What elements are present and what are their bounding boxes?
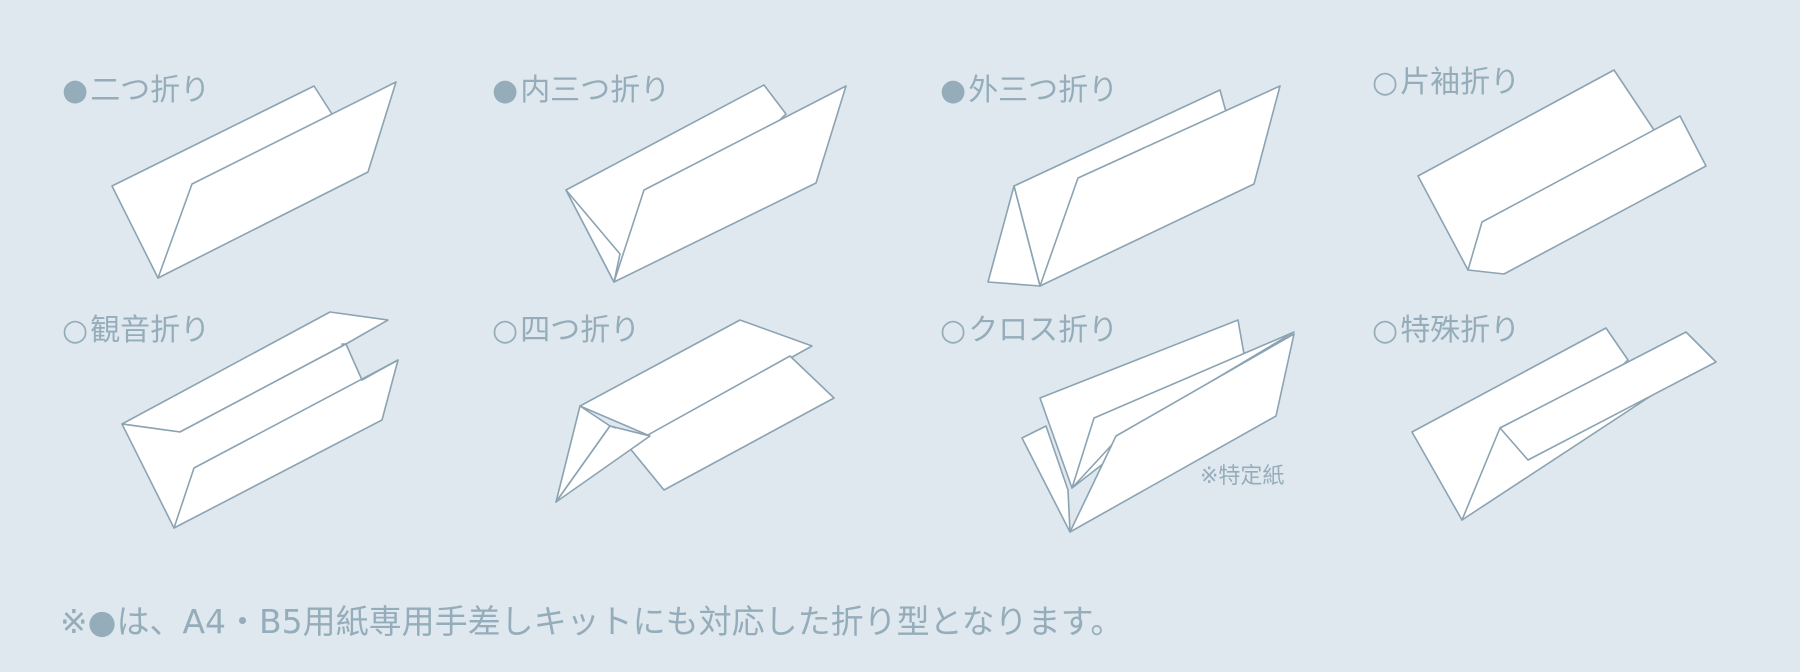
left-fold-line bbox=[609, 425, 617, 429]
front-panel bbox=[613, 85, 847, 283]
fold-name: 観音折り bbox=[90, 313, 211, 348]
front-panel bbox=[157, 81, 397, 279]
inner-strip bbox=[1499, 331, 1717, 461]
special-paper-note: ※特定紙 bbox=[1200, 464, 1285, 489]
front-panel bbox=[1069, 333, 1295, 533]
fold-diagram-uchi-mitsuori bbox=[565, 84, 847, 283]
fold-marker: ○ bbox=[1372, 65, 1399, 100]
fold-diagram-cross-ori bbox=[1021, 319, 1295, 533]
fold-name: 四つ折り bbox=[520, 313, 641, 348]
fold-marker: ○ bbox=[1372, 313, 1399, 348]
fold-diagram-katasode-ori bbox=[1417, 69, 1707, 275]
left-front-flap bbox=[555, 425, 651, 503]
fold-label-2: ●内三つ折り bbox=[492, 76, 670, 106]
fold-label-4: ○片袖折り bbox=[1372, 68, 1520, 98]
fold-name: 二つ折り bbox=[90, 73, 211, 108]
inner-panel bbox=[1071, 331, 1295, 489]
fold-diagram-tokushu-ori bbox=[1411, 327, 1717, 521]
fold-label-5: ○観音折り bbox=[62, 316, 210, 346]
fold-name: 外三つ折り bbox=[968, 73, 1119, 108]
fold-label-7: ○クロス折り bbox=[940, 316, 1118, 346]
front-fold-line bbox=[173, 359, 399, 529]
fold-diagram-nitsuori bbox=[111, 81, 397, 279]
fold-name: 特殊折り bbox=[1400, 313, 1521, 348]
inner-flap bbox=[565, 189, 621, 283]
fold-marker: ○ bbox=[492, 313, 519, 348]
fold-marker: ○ bbox=[62, 313, 89, 348]
fold-name: 内三つ折り bbox=[520, 73, 671, 108]
fold-label-1: ●二つ折り bbox=[62, 76, 210, 106]
bottom-back-panel bbox=[1021, 425, 1071, 533]
fold-marker: ● bbox=[492, 73, 519, 108]
fold-name: 片袖折り bbox=[1400, 65, 1521, 100]
footnote: ※●は、A4・B5用紙専用手差しキットにも対応した折り型となります。 bbox=[60, 602, 1124, 641]
fold-label-6: ○四つ折り bbox=[492, 316, 640, 346]
top-panel bbox=[579, 319, 813, 437]
outer-flap bbox=[987, 185, 1041, 287]
fold-diagram-yotsuori bbox=[555, 319, 835, 503]
right-flap bbox=[627, 355, 835, 491]
fold-marker: ○ bbox=[940, 313, 967, 348]
fold-name: クロス折り bbox=[968, 313, 1119, 348]
front-panel bbox=[1467, 115, 1707, 275]
fold-label-8: ○特殊折り bbox=[1372, 316, 1520, 346]
fold-label-3: ●外三つ折り bbox=[940, 76, 1118, 106]
fold-marker: ● bbox=[62, 73, 89, 108]
fold-diagram-kannon-ori bbox=[121, 311, 399, 529]
front-panel bbox=[1039, 85, 1281, 287]
fold-marker: ● bbox=[940, 73, 967, 108]
fold-diagram-soto-mitsuori bbox=[987, 85, 1281, 287]
